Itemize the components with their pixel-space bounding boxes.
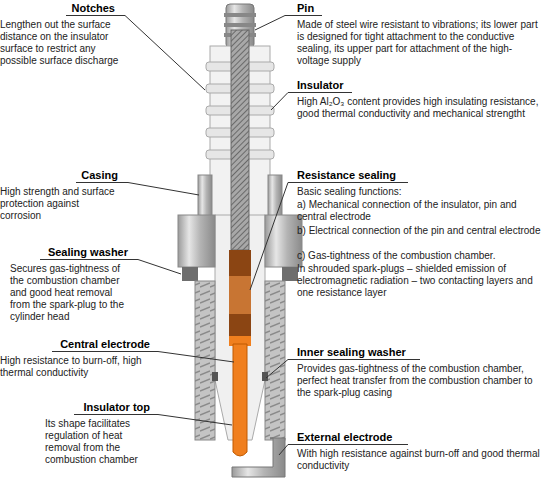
casing-hex <box>178 215 215 267</box>
resistance-layer <box>229 250 251 276</box>
casing-thread <box>265 281 285 440</box>
core <box>229 30 285 477</box>
casing-thread <box>195 281 215 440</box>
part-name: Pin <box>297 2 542 15</box>
central-electrode <box>233 344 247 456</box>
part-description: Provides gas-tightness of the combustion… <box>297 363 542 399</box>
part-description: b) Electrical connection of the pin and … <box>297 225 542 237</box>
terminal-groove <box>224 13 256 17</box>
part-description: c) Gas-tightness of the combustion chamb… <box>297 250 542 262</box>
casing-hex <box>265 215 302 267</box>
part-description: High resistance to burn-off, high therma… <box>0 355 152 379</box>
part-description: With high resistance against burn-off an… <box>297 448 542 472</box>
part-description: High strength and surface protection aga… <box>0 186 122 222</box>
casing-wall <box>198 175 212 217</box>
part-description: Its shape facilitates regulation of heat… <box>45 418 155 466</box>
resistance-layer <box>229 314 251 338</box>
part-description: Made of steel wire resistant to vibratio… <box>297 19 542 67</box>
inner-sealing-washer <box>212 372 218 381</box>
part-name: External electrode <box>297 431 542 444</box>
casing-wall <box>268 175 282 217</box>
part-name: Notches <box>0 2 115 15</box>
part-name: Resistance sealing <box>297 169 542 182</box>
part-description: High Al₂O₃ content provides high insulat… <box>297 96 542 120</box>
part-name: Inner sealing washer <box>297 346 542 359</box>
part-name: Central electrode <box>0 338 150 351</box>
part-description: a) Mechanical connection of the insulato… <box>297 199 542 223</box>
part-name: Sealing washer <box>0 246 128 259</box>
pin <box>231 30 249 250</box>
part-description: Basic sealing functions: <box>297 186 542 198</box>
part-description: In shrouded spark-plugs – shielded emiss… <box>297 263 542 299</box>
sealing-washer <box>282 267 298 281</box>
terminal-groove <box>224 23 256 27</box>
resistance-layer <box>229 276 251 314</box>
part-name: Insulator top <box>0 401 150 414</box>
part-name: Casing <box>0 169 118 182</box>
part-description: Secures gas-tightness of the combustion … <box>10 263 132 323</box>
sealing-washer <box>182 267 198 281</box>
external-electrode <box>232 438 285 477</box>
part-description: Lengthen out the surface distance on the… <box>0 19 125 67</box>
part-name: Insulator <box>297 79 542 92</box>
